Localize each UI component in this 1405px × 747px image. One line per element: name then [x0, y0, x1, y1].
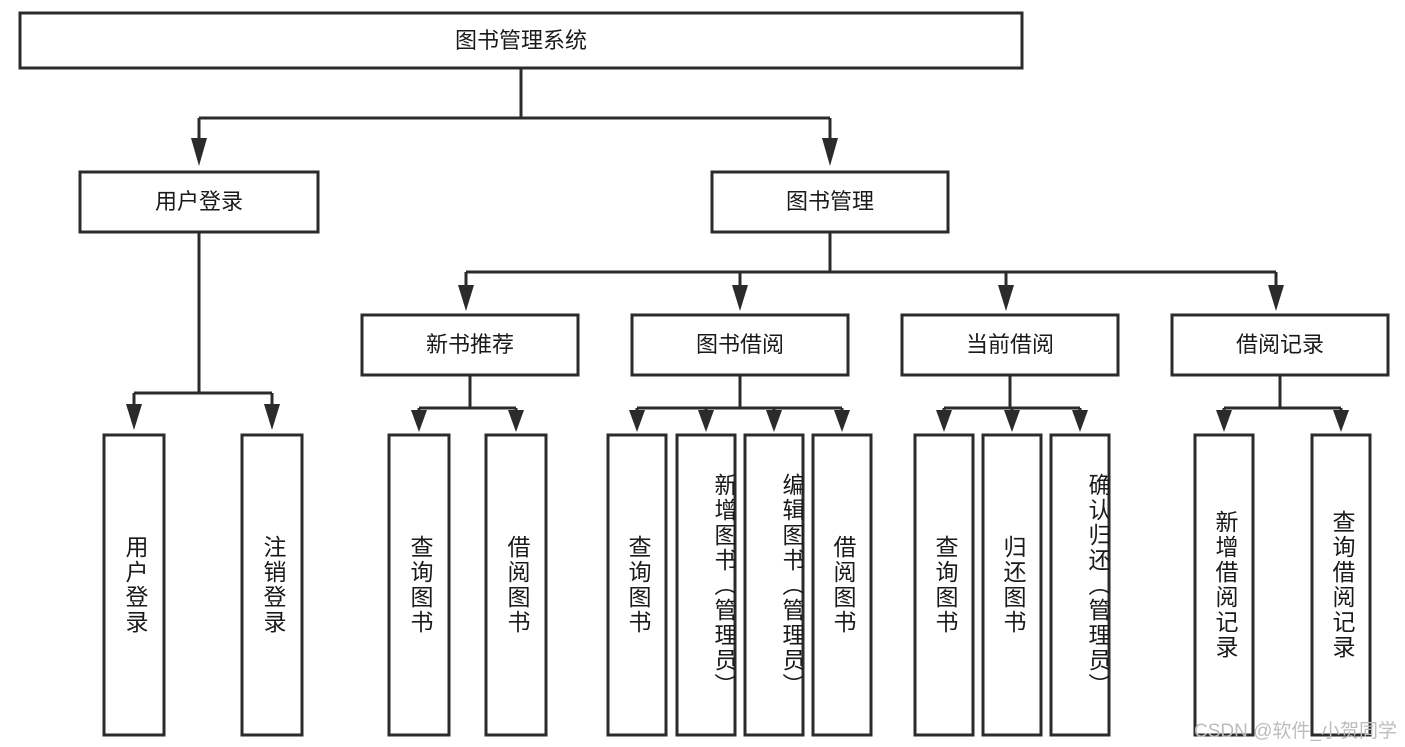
leaf-query-book-2-text-area: 查询图书 [624, 535, 651, 635]
node-leaf-query-record-box[interactable] [1310, 433, 1372, 737]
node-leaf-query-book-1[interactable]: 查询图书 [387, 433, 451, 737]
node-leaf-logout-box[interactable] [240, 433, 304, 737]
connector-layer [126, 68, 1349, 432]
node-leaf-logout[interactable]: 注销登录 [240, 433, 304, 737]
node-book-management[interactable]: 图书管理 [710, 170, 950, 234]
leaf-query-book-2-label: 查询图书 [624, 535, 651, 635]
node-leaf-query-book-1-box[interactable] [387, 433, 451, 737]
leaf-add-record-text-area: 新增借阅记录 [1211, 510, 1238, 660]
node-current-borrow-box[interactable] [900, 313, 1120, 377]
node-book-borrow-label: 图书借阅 [696, 332, 784, 357]
leaf-query-book-1-text-area: 查询图书 [406, 535, 433, 635]
leaf-query-book-1-label: 查询图书 [406, 535, 433, 635]
node-leaf-edit-book-box[interactable] [743, 433, 805, 737]
node-leaf-query-record[interactable]: 查询借阅记录 [1310, 433, 1372, 737]
node-borrow-record[interactable]: 借阅记录 [1170, 313, 1390, 377]
arrow-head-user-login [191, 138, 207, 166]
leaf-add-book-label: 新增图书（管理员） [711, 472, 735, 698]
arrow-head-new-book-recommend [458, 285, 474, 311]
node-book-borrow-box[interactable] [630, 313, 850, 377]
node-leaf-return-book[interactable]: 归还图书 [981, 433, 1043, 737]
arrow-head-leaf-user-login [126, 404, 142, 430]
node-leaf-confirm-return[interactable]: 确认归还（管理员） [1049, 433, 1111, 737]
node-current-borrow-label: 当前借阅 [966, 332, 1054, 357]
leaf-query-book-3-text-area: 查询图书 [931, 535, 958, 635]
node-leaf-borrow-book-1[interactable]: 借阅图书 [484, 433, 548, 737]
node-leaf-add-book-box[interactable] [675, 433, 737, 737]
node-borrow-record-label: 借阅记录 [1236, 332, 1324, 357]
arrow-head-leaf-add-book [698, 410, 714, 432]
arrow-head-leaf-edit-book [766, 410, 782, 432]
leaf-add-book-text-area: 新增图书（管理员） [711, 472, 735, 698]
leaf-confirm-return-label: 确认归还（管理员） [1085, 472, 1109, 698]
node-book-management-label: 图书管理 [786, 189, 874, 214]
leaf-return-book-text-area: 归还图书 [999, 535, 1026, 635]
leaf-query-record-label: 查询借阅记录 [1328, 510, 1355, 660]
node-book-borrow[interactable]: 图书借阅 [630, 313, 850, 377]
arrow-head-current-borrow [998, 285, 1014, 311]
arrow-head-borrow-record [1268, 285, 1284, 311]
arrow-head-leaf-add-record [1216, 410, 1232, 432]
node-user-login-label: 用户登录 [155, 189, 243, 214]
node-leaf-query-book-2-box[interactable] [606, 433, 668, 737]
node-current-borrow[interactable]: 当前借阅 [900, 313, 1120, 377]
leaf-borrow-book-1-text-area: 借阅图书 [503, 535, 530, 635]
leaf-user-login-label: 用户登录 [121, 535, 148, 635]
arrow-head-leaf-borrow-book-2 [834, 410, 850, 432]
arrow-head-leaf-query-book-3 [936, 410, 952, 432]
node-root[interactable]: 图书管理系统 [18, 11, 1024, 70]
leaf-confirm-return-text-area: 确认归还（管理员） [1085, 472, 1109, 698]
node-leaf-borrow-book-2[interactable]: 借阅图书 [811, 433, 873, 737]
node-new-book-recommend[interactable]: 新书推荐 [360, 313, 580, 377]
node-user-login[interactable]: 用户登录 [78, 170, 320, 234]
node-leaf-add-book[interactable]: 新增图书（管理员） [675, 433, 737, 737]
arrow-head-leaf-query-book-1 [411, 410, 427, 432]
arrow-head-leaf-logout [264, 404, 280, 430]
arrow-head-leaf-query-book-2 [629, 410, 645, 432]
node-leaf-add-record-box[interactable] [1193, 433, 1255, 737]
node-root-box[interactable] [18, 11, 1024, 70]
node-new-book-recommend-box[interactable] [360, 313, 580, 377]
node-leaf-query-book-3[interactable]: 查询图书 [913, 433, 975, 737]
node-leaf-add-record[interactable]: 新增借阅记录 [1193, 433, 1255, 737]
arrow-head-leaf-query-record [1333, 410, 1349, 432]
node-book-management-box[interactable] [710, 170, 950, 234]
node-leaf-query-book-2[interactable]: 查询图书 [606, 433, 668, 737]
node-leaf-confirm-return-box[interactable] [1049, 433, 1111, 737]
arrow-head-leaf-return-book [1004, 410, 1020, 432]
node-leaf-edit-book[interactable]: 编辑图书（管理员） [743, 433, 805, 737]
node-new-book-recommend-label: 新书推荐 [426, 332, 514, 357]
arrow-head-book-management [822, 138, 838, 166]
leaf-user-login-text-area: 用户登录 [121, 535, 148, 635]
node-leaf-user-login-box[interactable] [102, 433, 166, 737]
node-borrow-record-box[interactable] [1170, 313, 1390, 377]
csdn-watermark: CSDN @软件_小贺同学 [1194, 721, 1397, 742]
leaf-borrow-book-2-text-area: 借阅图书 [829, 535, 856, 635]
arrow-head-leaf-confirm-return [1072, 410, 1088, 432]
leaf-logout-label: 注销登录 [259, 535, 286, 635]
leaf-query-book-3-label: 查询图书 [931, 535, 958, 635]
leaf-add-record-label: 新增借阅记录 [1211, 510, 1238, 660]
node-leaf-user-login[interactable]: 用户登录 [102, 433, 166, 737]
leaf-return-book-label: 归还图书 [999, 535, 1026, 635]
leaf-borrow-book-1-label: 借阅图书 [503, 535, 530, 635]
leaf-logout-text-area: 注销登录 [259, 535, 286, 635]
leaf-edit-book-text-area: 编辑图书（管理员） [779, 472, 803, 698]
node-leaf-borrow-book-1-box[interactable] [484, 433, 548, 737]
arrow-head-leaf-borrow-book-1 [508, 410, 524, 432]
leaf-borrow-book-2-label: 借阅图书 [829, 535, 856, 635]
leaf-edit-book-label: 编辑图书（管理员） [779, 472, 803, 698]
arrow-head-book-borrow [732, 285, 748, 311]
node-user-login-box[interactable] [78, 170, 320, 234]
node-leaf-borrow-book-2-box[interactable] [811, 433, 873, 737]
node-root-label: 图书管理系统 [455, 28, 587, 53]
node-leaf-return-book-box[interactable] [981, 433, 1043, 737]
node-leaf-query-book-3-box[interactable] [913, 433, 975, 737]
leaf-query-record-text-area: 查询借阅记录 [1328, 510, 1355, 660]
